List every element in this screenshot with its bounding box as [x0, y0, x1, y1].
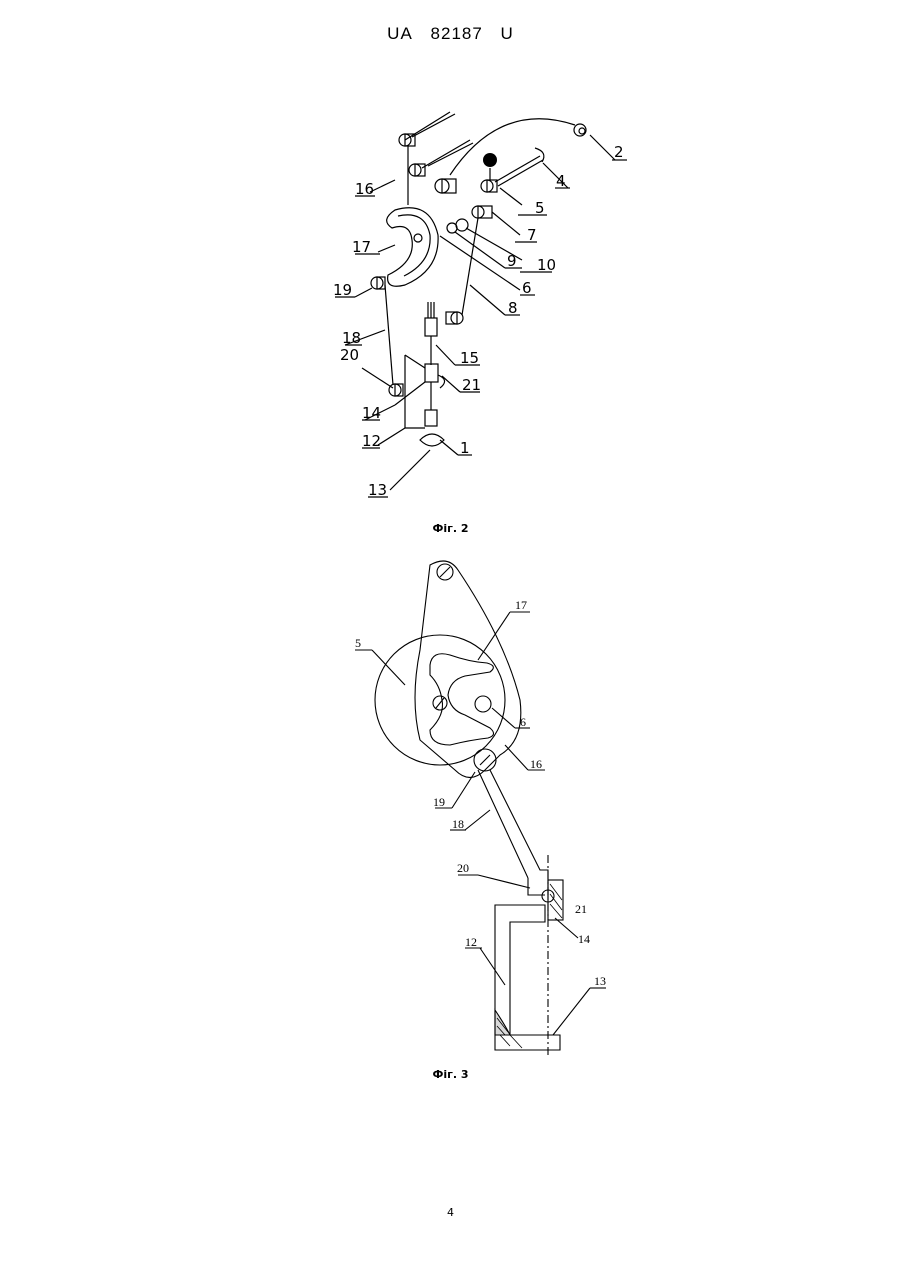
svg-text:10: 10 — [537, 256, 556, 274]
svg-text:4: 4 — [556, 172, 566, 190]
svg-text:6: 6 — [522, 279, 532, 297]
svg-text:18: 18 — [452, 817, 464, 831]
svg-text:7: 7 — [527, 226, 537, 244]
svg-text:12: 12 — [362, 432, 381, 450]
svg-text:20: 20 — [340, 346, 359, 364]
svg-text:20: 20 — [457, 861, 469, 875]
svg-text:9: 9 — [507, 252, 517, 270]
svg-text:5: 5 — [535, 199, 545, 217]
figure-3-drawing: 5 17 6 16 19 18 20 21 14 12 13 — [0, 548, 901, 1068]
svg-text:16: 16 — [530, 757, 542, 771]
svg-text:19: 19 — [433, 795, 445, 809]
svg-text:1: 1 — [460, 439, 470, 457]
svg-text:19: 19 — [333, 281, 352, 299]
svg-text:15: 15 — [460, 349, 479, 367]
svg-text:5: 5 — [355, 636, 361, 650]
svg-text:2: 2 — [614, 143, 624, 161]
svg-text:18: 18 — [342, 329, 361, 347]
page-number: 4 — [0, 1206, 901, 1219]
svg-text:8: 8 — [508, 299, 518, 317]
svg-text:21: 21 — [575, 902, 587, 916]
svg-text:17: 17 — [515, 598, 527, 612]
svg-text:13: 13 — [368, 481, 387, 499]
svg-text:14: 14 — [578, 932, 590, 946]
svg-text:14: 14 — [362, 404, 381, 422]
svg-text:21: 21 — [462, 376, 481, 394]
figure-2-drawing: 2 4 5 7 10 9 6 8 16 17 19 18 20 15 21 14… — [0, 0, 901, 520]
svg-text:17: 17 — [352, 238, 371, 256]
knob-icon — [483, 153, 497, 167]
svg-text:12: 12 — [465, 935, 477, 949]
svg-text:16: 16 — [355, 180, 374, 198]
figure-3-caption: Фіг. 3 — [0, 1068, 901, 1081]
figure-2-caption: Фіг. 2 — [0, 522, 901, 535]
svg-text:6: 6 — [520, 715, 526, 729]
svg-text:13: 13 — [594, 974, 606, 988]
